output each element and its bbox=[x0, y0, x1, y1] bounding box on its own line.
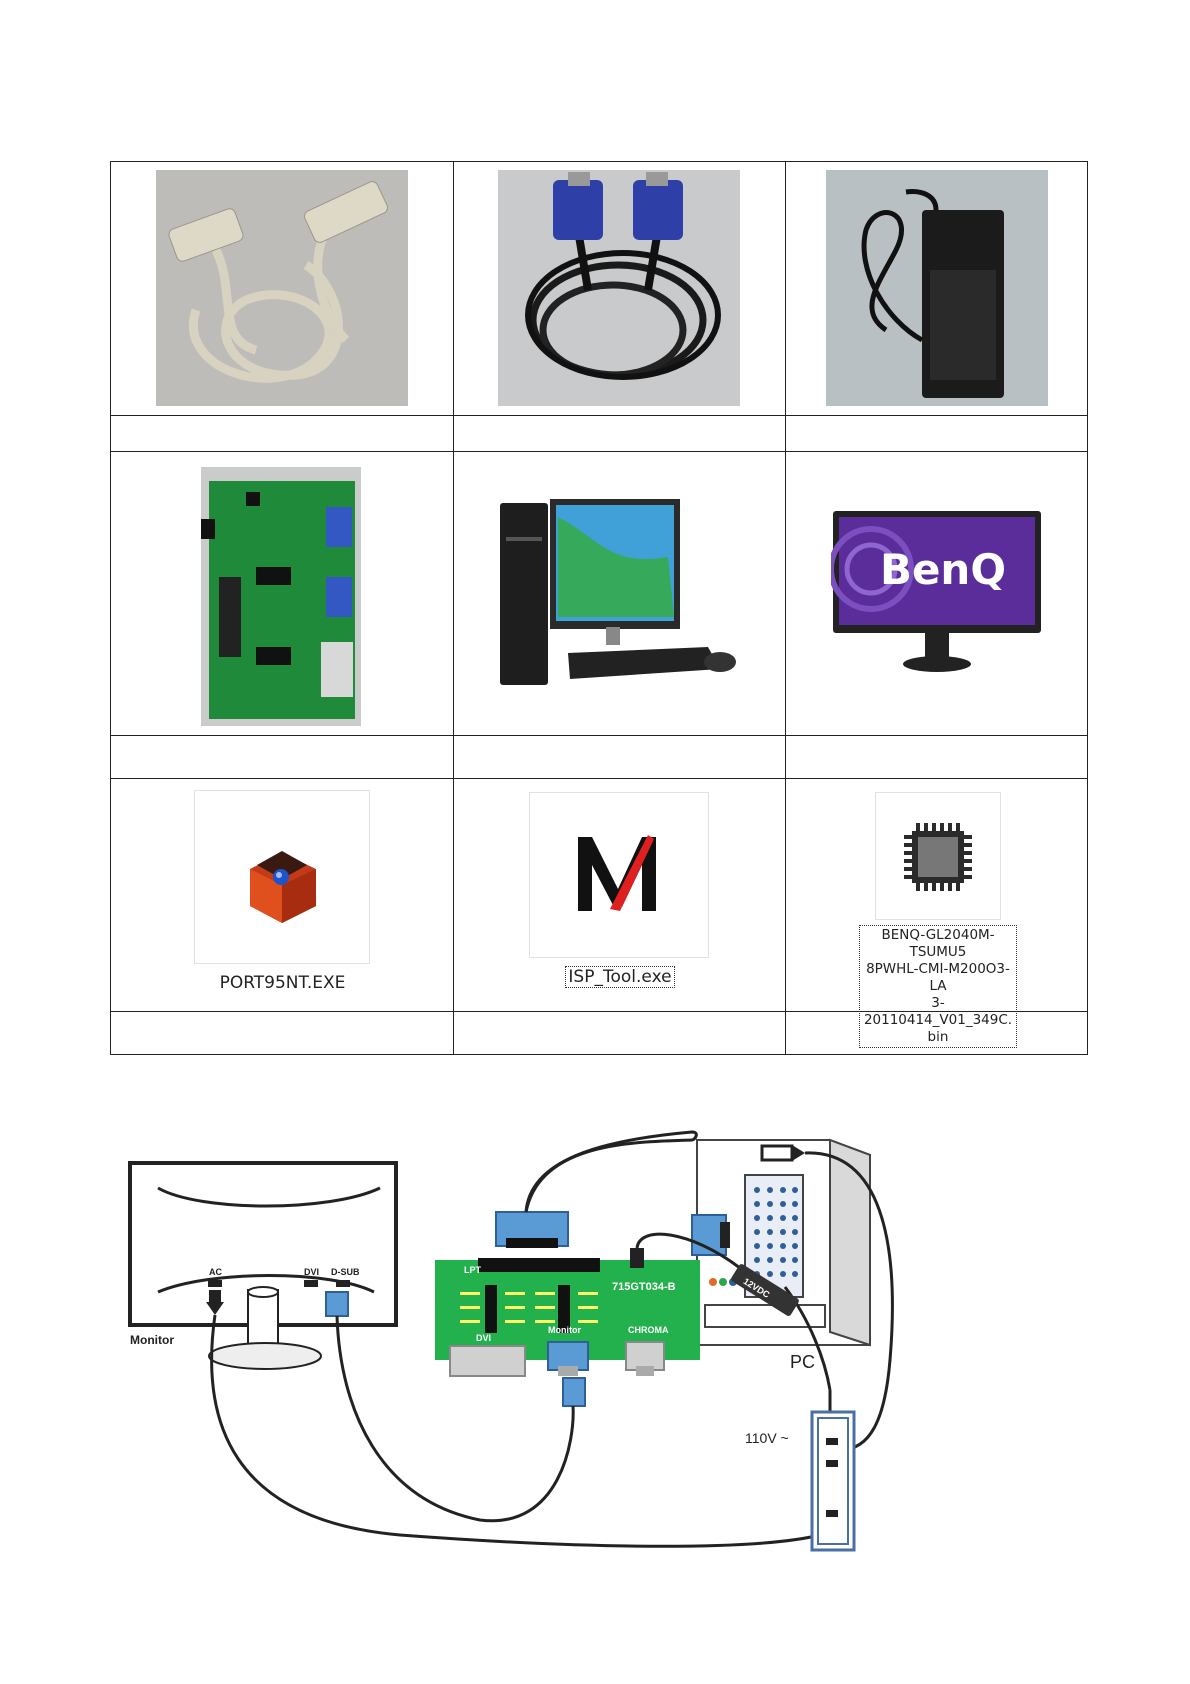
board-lpt-label: LPT bbox=[464, 1265, 481, 1275]
monitor-photo: BenQ bbox=[831, 509, 1043, 681]
cell-isp-board bbox=[111, 452, 454, 736]
firmware-bin-label-line: BENQ-GL2040M-TSUMU5 bbox=[862, 927, 1014, 961]
caption-cell bbox=[454, 736, 786, 779]
board-chroma-label: CHROMA bbox=[628, 1325, 669, 1335]
caption-cell bbox=[111, 1012, 454, 1055]
caption-cell bbox=[454, 1012, 786, 1055]
board-monitor-label: Monitor bbox=[548, 1325, 581, 1335]
ac-adapter-photo bbox=[826, 170, 1048, 406]
monitor-brand-text: BenQ bbox=[880, 545, 1006, 594]
port95nt-label: PORT95NT.EXE bbox=[111, 973, 454, 993]
pc-photo bbox=[498, 497, 740, 695]
firmware-bin-label-line: 3-20110414_V01_349C. bbox=[862, 995, 1014, 1029]
firmware-bin-label-line: bin bbox=[862, 1029, 1014, 1046]
caption-cell bbox=[111, 736, 454, 779]
monitor-port-ac: AC bbox=[209, 1267, 222, 1277]
board-dvi-label: DVI bbox=[476, 1333, 491, 1343]
cell-pc bbox=[454, 452, 786, 736]
cell-monitor: BenQ bbox=[786, 452, 1088, 736]
port95nt-app-icon-frame bbox=[194, 790, 370, 964]
monitor-port-dvi: DVI bbox=[304, 1267, 319, 1277]
vga-cable-photo bbox=[498, 170, 740, 406]
connection-diagram: Monitor AC DVI D-SUB PC 715GT034-B LPT D… bbox=[0, 1120, 1190, 1620]
cell-ac-adapter bbox=[786, 162, 1088, 416]
cell-vga-cable bbox=[454, 162, 786, 416]
isp-tool-app-icon bbox=[530, 793, 708, 957]
port95nt-app-icon bbox=[195, 791, 369, 963]
chip-file-icon-frame bbox=[875, 792, 1001, 920]
isp-board-photo bbox=[201, 467, 361, 726]
monitor-label: Monitor bbox=[130, 1333, 174, 1347]
isp-board bbox=[435, 1212, 700, 1406]
chip-file-icon bbox=[876, 793, 1000, 919]
cell-isp-tool: ISP_Tool.exe bbox=[454, 779, 786, 1012]
connection-diagram-drawing bbox=[0, 1120, 1190, 1620]
firmware-bin-label: BENQ-GL2040M-TSUMU5 8PWHL-CMI-M200O3-LA … bbox=[859, 925, 1017, 1048]
cell-parallel-cable bbox=[111, 162, 454, 416]
power-outlet bbox=[812, 1412, 854, 1550]
caption-cell bbox=[786, 416, 1088, 452]
board-name-label: 715GT034-B bbox=[612, 1281, 676, 1293]
caption-cell bbox=[454, 416, 786, 452]
isp-tool-label: ISP_Tool.exe bbox=[454, 967, 786, 987]
isp-tool-label-text: ISP_Tool.exe bbox=[565, 966, 674, 988]
cell-firmware-bin: BENQ-GL2040M-TSUMU5 8PWHL-CMI-M200O3-LA … bbox=[786, 779, 1088, 1012]
caption-cell bbox=[111, 416, 454, 452]
caption-cell bbox=[786, 736, 1088, 779]
parallel-cable-photo bbox=[156, 170, 408, 406]
equipment-table: BenQ bbox=[110, 161, 1088, 1055]
pc-label: PC bbox=[790, 1352, 815, 1373]
monitor-port-dsub: D-SUB bbox=[331, 1267, 360, 1277]
pc-tower bbox=[692, 1140, 870, 1345]
isp-tool-app-icon-frame bbox=[529, 792, 709, 958]
outlet-voltage-label: 110V ~ bbox=[745, 1430, 789, 1446]
cell-port95nt: PORT95NT.EXE bbox=[111, 779, 454, 1012]
firmware-bin-label-line: 8PWHL-CMI-M200O3-LA bbox=[862, 961, 1014, 995]
